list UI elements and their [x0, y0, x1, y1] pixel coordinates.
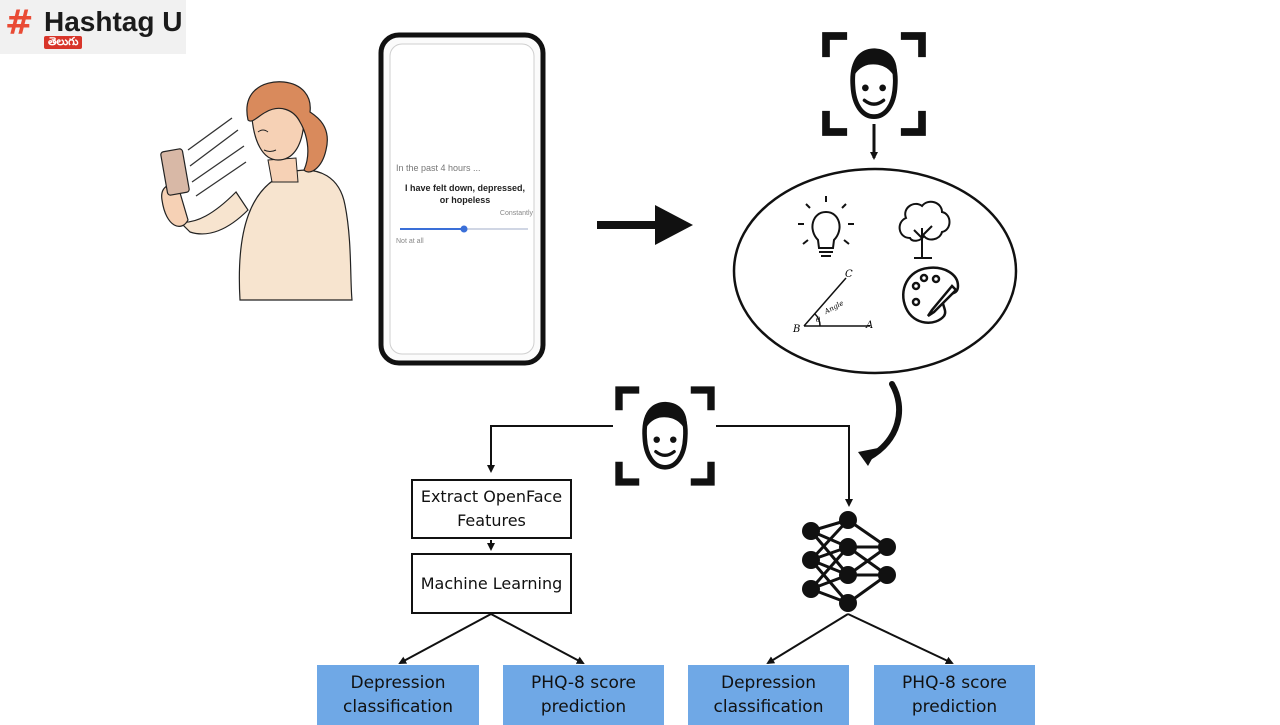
output-phq8-score-right: PHQ-8 score prediction	[874, 665, 1035, 725]
geometry-label-c: C	[845, 269, 853, 280]
output-depression-classification-left: Depression classification	[317, 665, 479, 725]
angle-geometry-icon	[803, 277, 870, 327]
curved-arrow	[865, 381, 903, 461]
curved-arrow-head	[858, 448, 878, 466]
geometry-label-b: B	[792, 324, 800, 335]
logo-hash-symbol: #	[5, 3, 33, 43]
geometry-label-theta: θ	[816, 316, 821, 324]
branch-connectors	[398, 425, 954, 665]
phone-question-text: I have felt down, depressed, or hopeless	[404, 183, 526, 205]
hashtag-u-logo[interactable]: # Hashtag U తెలుగు	[0, 0, 186, 54]
phone-scale-low-label: Not at all	[396, 238, 424, 245]
paint-palette-icon	[902, 266, 960, 324]
light-bulb-icon	[798, 196, 854, 257]
logo-language-badge: తెలుగు	[44, 36, 83, 49]
stimuli-ellipse	[732, 167, 1018, 375]
output-depression-classification-right: Depression classification	[688, 665, 849, 725]
right-arrow	[597, 205, 693, 245]
logo-name: Hashtag U	[44, 6, 183, 37]
phone-scale-high-label: Constantly	[499, 210, 533, 217]
neural-network-icon	[802, 511, 896, 612]
tree-icon	[898, 200, 951, 259]
woman-with-phone-illustration	[160, 81, 353, 301]
slider-thumb[interactable]	[460, 225, 468, 233]
machine-learning-box: Machine Learning	[411, 553, 572, 614]
face-scan-icon	[826, 36, 922, 132]
extract-openface-features-box: Extract OpenFace Features	[411, 479, 572, 539]
face-scan-icon	[619, 390, 711, 482]
smartphone	[378, 32, 546, 366]
geometry-label-a: A	[865, 320, 873, 331]
output-phq8-score-left: PHQ-8 score prediction	[503, 665, 664, 725]
phone-question-heading: In the past 4 hours ...	[396, 163, 481, 173]
